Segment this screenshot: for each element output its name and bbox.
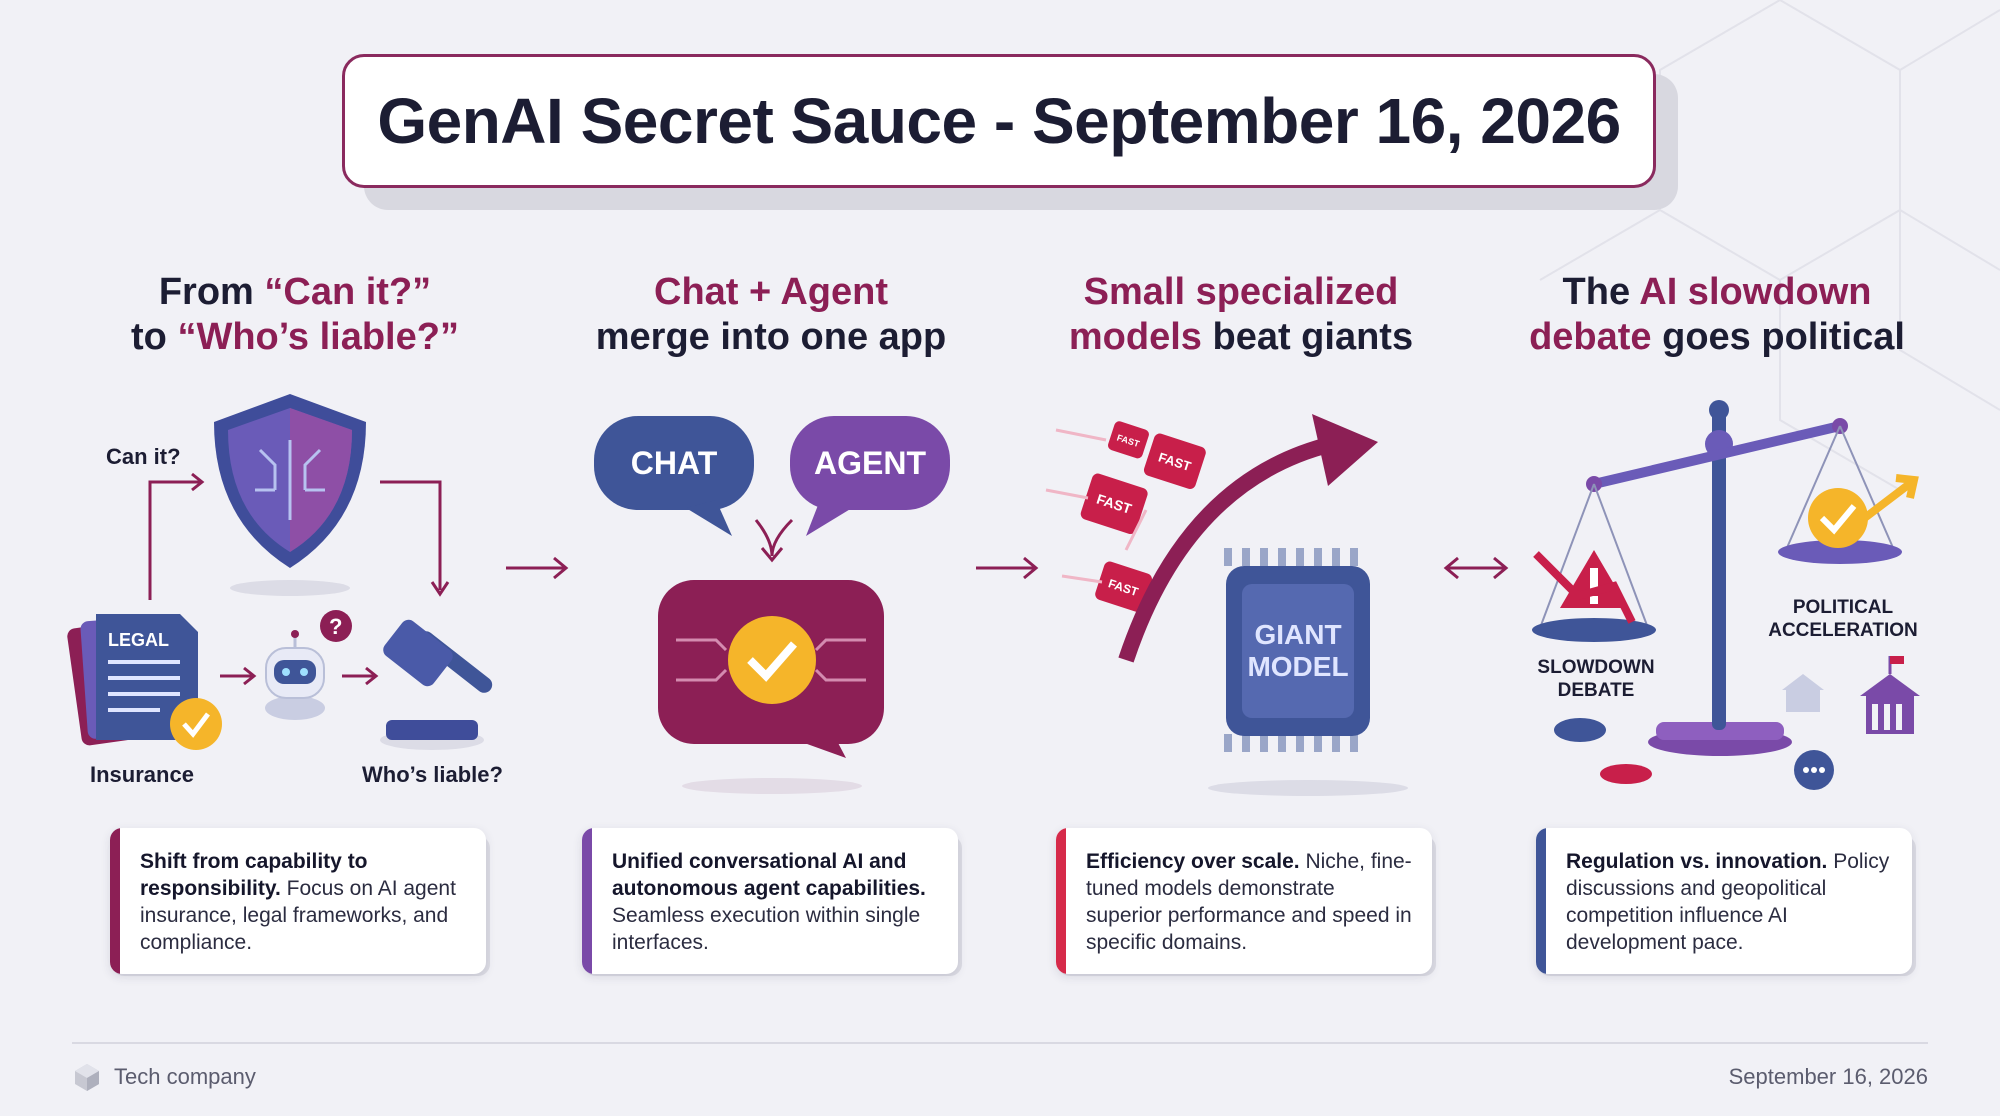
company-name: Tech company [114,1064,256,1089]
card-accent-bar [1056,828,1066,974]
chat-agent-illustration: CHAT AGENT [594,416,950,794]
flow-arrow [342,666,379,686]
fast-chip-icon: FAST [1108,421,1149,459]
gavel-icon [380,619,493,750]
heading-highlight: AI slowdown [1639,271,1872,313]
heading-text: to [131,316,178,358]
heading-highlight: “Can it?” [264,271,432,313]
chat-bubbles-icon [1554,718,1834,790]
card-body-text: Policy discussions and geopolitical comp… [1566,850,1890,954]
heading-text: merge into one app [595,316,947,358]
agent-label: AGENT [814,445,926,481]
footer-divider [72,1042,1928,1044]
card-bold-text: Efficiency over scale. [1086,850,1300,873]
shield-icon [214,394,366,596]
card-bold-text: Shift from capability to responsibility. [140,850,368,900]
card-bold-text: Unified conversational AI and autonomous… [612,850,926,900]
merge-arrow [754,518,794,563]
card-accent-bar [582,828,592,974]
heading-highlight: debate [1529,316,1652,358]
title-box: GenAI Secret Sauce - September 16, 2026 [342,54,1656,188]
arrow-right-icon [502,553,574,583]
heading-highlight: Small specialized [1083,271,1399,313]
column-liability: From “Can it?” to “Who’s liable?” LEGAL [60,0,530,1000]
card-accent-bar [110,828,120,974]
flow-arrow [380,480,442,590]
flow-arrow [430,581,450,597]
info-card: Efficiency over scale. Niche, fine-tuned… [1056,828,1432,974]
merged-app-icon [658,580,884,794]
info-card: Regulation vs. innovation. Policy discus… [1536,828,1912,974]
fast-chip-icon: FAST [1095,561,1152,612]
footer-date: September 16, 2026 [1728,1064,1928,1089]
liability-illustration: LEGAL ? [67,394,493,750]
can-it-label: Can it? [106,444,181,469]
heading-highlight: “Who’s liable?” [177,316,459,358]
card-body-text: Seamless execution within single interfa… [612,904,921,954]
card-bold-text: Regulation vs. innovation. [1566,850,1828,873]
heading-text: The [1562,271,1640,313]
giant-label-1: GIANT [1254,619,1341,650]
agent-bubble-icon: AGENT [790,416,950,536]
info-card: Unified conversational AI and autonomous… [582,828,958,974]
warning-icon [1533,550,1636,624]
flow-arrow [148,480,200,600]
chat-bubble-icon: CHAT [594,416,754,536]
fast-chip-icon: FAST [1080,473,1148,535]
giant-model-chip-icon: GIANT MODEL [1208,548,1408,796]
insurance-label: Insurance [90,762,194,787]
flow-arrow [220,666,257,686]
balance-scale-icon [1532,400,1902,756]
page-title: GenAI Secret Sauce - September 16, 2026 [377,85,1621,157]
fast-chip-icon: FAST [1143,433,1206,489]
arrow-right-icon [972,553,1044,583]
question-mark: ? [329,614,342,639]
column-heading: From “Can it?” to “Who’s liable?” [60,270,530,360]
whos-liable-label: Who’s liable? [362,762,503,787]
card-body-text: Niche, fine-tuned models demonstrate sup… [1086,850,1412,954]
info-card: Shift from capability to responsibility.… [110,828,486,974]
cube-logo-icon [75,1064,99,1091]
political-scale-illustration [1532,400,1920,790]
heading-highlight: Chat + Agent [654,271,888,313]
speed-lines [1045,428,1148,584]
giant-label-2: MODEL [1247,651,1348,682]
heading-text: goes political [1651,316,1905,358]
flow-arrow [191,472,205,492]
capitol-building-icon [1782,656,1920,734]
arrow-both-icon [1440,553,1512,583]
footer-company: Tech company [72,1062,256,1092]
political-acceleration-label: POLITICAL ACCELERATION [1768,597,1918,641]
robot-icon: ? [265,610,352,720]
card-body-text: Focus on AI agent insurance, legal frame… [140,877,456,954]
heading-highlight: models [1068,316,1202,358]
card-accent-bar [1536,828,1546,974]
small-models-illustration: FAST FAST FAST FAST [1045,414,1408,796]
heading-text: beat giants [1201,316,1414,358]
slowdown-debate-label: SLOWDOWN DEBATE [1537,657,1655,701]
heading-text: From [158,271,265,313]
check-icon [1808,474,1919,548]
growth-arrow-icon [1118,414,1378,663]
legal-document-icon: LEGAL [67,614,222,750]
background-hex-pattern [1539,0,2000,491]
chat-label: CHAT [631,445,718,481]
legal-text: LEGAL [108,630,169,650]
